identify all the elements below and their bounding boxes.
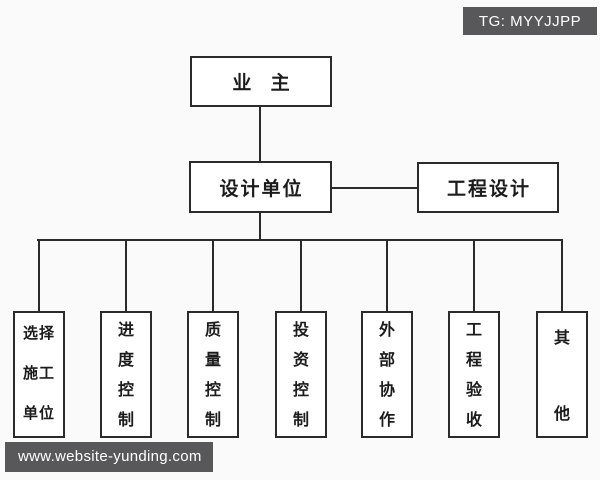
- drop-line-5: [386, 240, 388, 311]
- drop-line-7: [561, 240, 563, 311]
- node-project-acceptance: 工 程 验 收: [448, 311, 500, 438]
- node-investment-control: 投 资 控 制: [275, 311, 327, 438]
- node-design-unit: 设计单位: [189, 161, 332, 213]
- node-design-unit-label: 设计单位: [219, 178, 304, 200]
- node-owner: 业 主: [190, 56, 332, 107]
- drop-line-1: [38, 240, 40, 311]
- node-quality-control: 质 量 控 制: [187, 311, 239, 438]
- drop-line-6: [473, 240, 475, 311]
- node-external-coordination: 外 部 协 作: [361, 311, 413, 438]
- drop-line-4: [300, 240, 302, 311]
- connector-design-engineering: [332, 187, 417, 189]
- drop-line-2: [125, 240, 127, 311]
- website-watermark-bar: www.website-yunding.com: [5, 442, 213, 472]
- drop-line-3: [212, 240, 214, 311]
- connector-design-children-stub: [259, 212, 261, 240]
- connector-owner-design: [259, 106, 261, 162]
- node-select-construction-unit: 选择 施工 单位: [13, 311, 65, 438]
- node-owner-label: 业 主: [232, 73, 297, 94]
- node-other: 其 他: [536, 311, 588, 438]
- node-engineering-design-label: 工程设计: [446, 179, 531, 200]
- tg-watermark-badge: TG: MYYJJPP: [463, 7, 597, 35]
- node-schedule-control: 进 度 控 制: [100, 311, 152, 438]
- node-engineering-design: 工程设计: [417, 162, 559, 213]
